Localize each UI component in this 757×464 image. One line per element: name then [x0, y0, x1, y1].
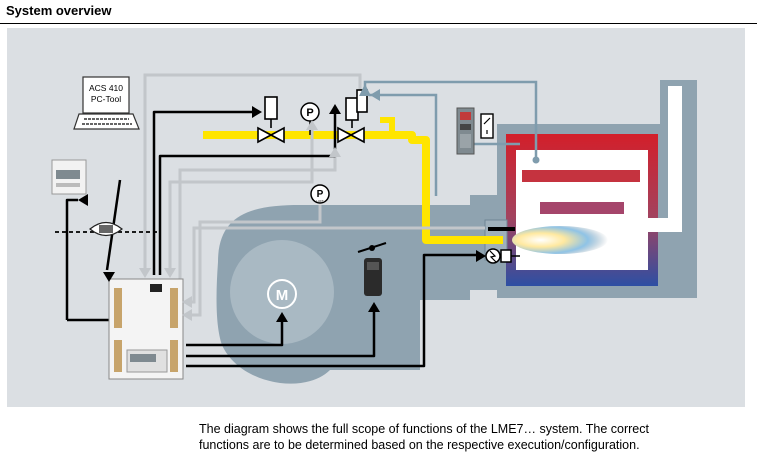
- temperature-controller: [456, 107, 475, 155]
- arrow-feedback-1: [359, 84, 371, 96]
- fan-circle: [230, 240, 334, 344]
- temperature-sensor: [532, 156, 540, 164]
- arrow-signal-3: [182, 296, 192, 308]
- title-divider: [0, 23, 757, 24]
- pc-tool-label-2: PC-Tool: [91, 94, 121, 104]
- arrow-to-display: [78, 194, 88, 206]
- arrow-signal-1: [139, 268, 151, 278]
- caption-line-2: functions are to be determined based on …: [199, 438, 640, 452]
- boiler: [497, 80, 697, 298]
- arrow-signal-4: [182, 309, 192, 321]
- air-pressure-switch: P LUFT: [310, 184, 330, 204]
- gas-valve-2: [337, 89, 368, 144]
- interface-adapter: [89, 221, 123, 237]
- arrow-to-control-unit: [103, 272, 115, 282]
- arrow-to-damper: [368, 302, 380, 312]
- operating-display-unit: [51, 159, 87, 195]
- gas-valve-1: [257, 96, 285, 144]
- pc-tool-label-1: ACS 410: [89, 83, 123, 93]
- caption-line-1: The diagram shows the full scope of func…: [199, 422, 649, 436]
- pc-tool-laptop: ACS 410 PC-Tool: [73, 76, 140, 130]
- burner-control-unit: [108, 278, 184, 380]
- motor-label: M: [276, 287, 289, 304]
- air-damper-actuator: [357, 242, 387, 296]
- air-pressure-sublabel: LUFT: [316, 199, 324, 203]
- arrow-feedback-2: [370, 89, 380, 101]
- flow-arrows: [78, 84, 486, 322]
- arrow-signal-5: [306, 120, 318, 130]
- flame-detector: [485, 248, 520, 264]
- air-pressure-label: P: [317, 189, 324, 200]
- gas-pressure-label: P: [306, 107, 313, 119]
- arrow-to-valve-2: [329, 104, 341, 114]
- arrow-signal-6: [329, 147, 341, 157]
- diagram-caption: The diagram shows the full scope of func…: [199, 421, 749, 453]
- fan-motor: [267, 279, 297, 309]
- arrow-to-valve-1: [252, 106, 262, 118]
- page-title: System overview: [6, 3, 112, 18]
- arrow-to-fan-motor: [276, 312, 288, 322]
- control-lines: [65, 110, 515, 368]
- gas-branch: [380, 117, 395, 135]
- gas-line: [203, 131, 503, 244]
- arrow-signal-2: [164, 268, 176, 278]
- flame: [512, 226, 608, 254]
- thermostat-switch: [480, 113, 494, 139]
- arrow-to-ignition: [476, 250, 486, 262]
